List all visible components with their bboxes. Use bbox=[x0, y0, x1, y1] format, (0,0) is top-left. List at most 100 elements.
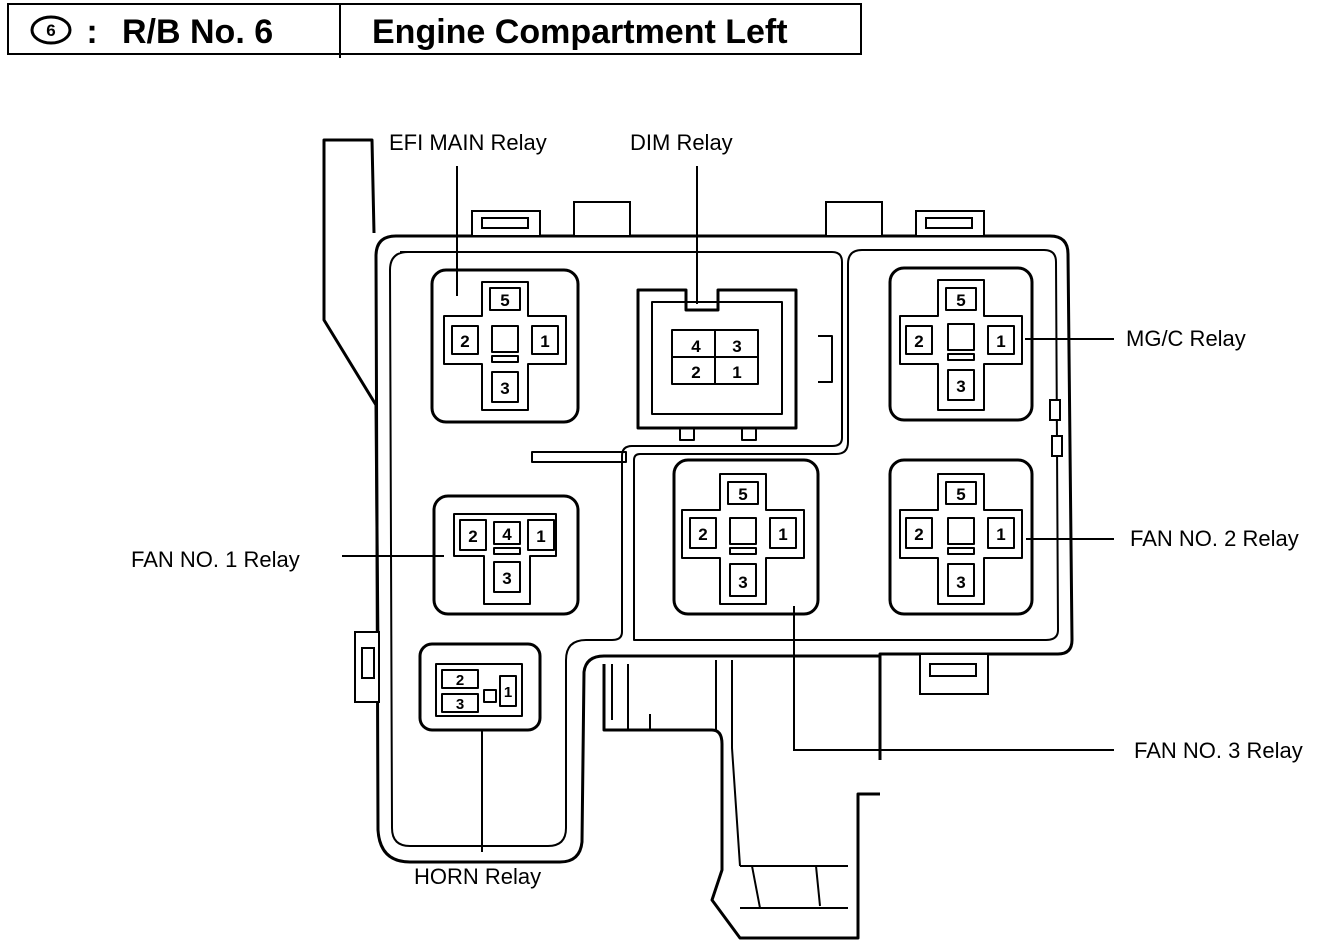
top-tab-left bbox=[573, 201, 631, 237]
fan3-relay-socket: 5 2 1 3 bbox=[672, 458, 820, 616]
harness-guides bbox=[611, 660, 741, 867]
horn-center-pad bbox=[483, 689, 497, 703]
fan2-pin-1-terminal bbox=[987, 517, 1015, 549]
relay-block-housing bbox=[322, 138, 1074, 940]
fan1-pin-1-terminal bbox=[527, 519, 555, 551]
efi-main-pin-2: 2 bbox=[460, 332, 469, 351]
right-compartment-wall bbox=[633, 249, 1059, 641]
fan3-pin-2: 2 bbox=[698, 525, 707, 544]
fan1-pin-1: 1 bbox=[536, 527, 545, 546]
mgc-pin-3: 3 bbox=[956, 377, 965, 396]
fan2-pin-5-terminal bbox=[945, 481, 977, 505]
block-number: 6 bbox=[46, 21, 55, 40]
top-latch-left-slot bbox=[481, 217, 529, 229]
mgc-pin-3-terminal bbox=[947, 369, 975, 401]
fan1-slot bbox=[493, 547, 521, 555]
horn-relay-label: HORN Relay bbox=[414, 864, 541, 889]
dim-pin-1: 1 bbox=[732, 363, 741, 382]
fan2-pin-2: 2 bbox=[914, 525, 923, 544]
side-tab-right-lower bbox=[1051, 435, 1063, 457]
efi-main-pin-5-terminal bbox=[489, 287, 521, 311]
housing-outline bbox=[374, 234, 1074, 864]
horn-pin-3-terminal bbox=[441, 693, 479, 713]
dim-pin-3: 3 bbox=[732, 337, 741, 356]
fan3-pin-5: 5 bbox=[738, 485, 747, 504]
mgc-pin-2: 2 bbox=[914, 332, 923, 351]
fan1-pin-3-terminal bbox=[493, 561, 521, 593]
mgc-pin-1: 1 bbox=[996, 332, 1005, 351]
efi-main-pin-1-terminal bbox=[531, 325, 559, 355]
side-latch-left-slot bbox=[361, 647, 375, 679]
header-separator: : bbox=[86, 13, 97, 51]
fan2-pin-5: 5 bbox=[956, 485, 965, 504]
horn-pin-3: 3 bbox=[456, 696, 464, 713]
efi-main-relay-socket: 5 2 1 3 bbox=[430, 268, 580, 424]
relay-labels: EFI MAIN Relay DIM Relay MG/C Relay FAN … bbox=[131, 130, 1303, 889]
fan3-pin-3: 3 bbox=[738, 573, 747, 592]
horn-pin-1-terminal bbox=[499, 675, 517, 707]
fan2-relay-label: FAN NO. 2 Relay bbox=[1130, 526, 1299, 551]
fan3-slot bbox=[729, 547, 757, 555]
efi-main-pin-3-terminal bbox=[491, 371, 519, 403]
fan3-pin-1: 1 bbox=[778, 525, 787, 544]
mgc-slot bbox=[947, 353, 975, 361]
fan1-relay-label: FAN NO. 1 Relay bbox=[131, 547, 300, 572]
efi-main-pin-3: 3 bbox=[500, 379, 509, 398]
fan1-pin-2: 2 bbox=[468, 527, 477, 546]
header: 6 : R/B No. 6 Engine Compartment Left bbox=[7, 3, 862, 58]
horn-pin-2: 2 bbox=[456, 672, 464, 689]
harness-clamp bbox=[740, 865, 848, 909]
fan3-pin-3-terminal bbox=[729, 563, 757, 597]
inner-wall bbox=[389, 251, 843, 847]
mgc-pin-5-terminal bbox=[945, 287, 977, 311]
efi-main-relay-label: EFI MAIN Relay bbox=[389, 130, 547, 155]
fan2-pin-1: 1 bbox=[996, 525, 1005, 544]
wire-harness-channel bbox=[602, 664, 880, 940]
fan2-pin-3-terminal bbox=[947, 563, 975, 597]
block-name: R/B No. 6 bbox=[122, 13, 273, 51]
top-latch-right-slot bbox=[925, 217, 973, 229]
fan2-relay-socket: 5 2 1 3 bbox=[888, 458, 1034, 616]
fan2-pin-2-terminal bbox=[905, 517, 933, 549]
mgc-pin-2-terminal bbox=[905, 325, 933, 355]
horn-pin-1: 1 bbox=[504, 684, 512, 701]
efi-main-slot bbox=[491, 355, 519, 363]
efi-main-pin-1: 1 bbox=[540, 332, 549, 351]
dim-relay-socket: 4 3 2 1 bbox=[636, 288, 798, 441]
fan1-pin-4: 4 bbox=[502, 525, 512, 544]
fan3-pin-5-terminal bbox=[727, 481, 759, 505]
dim-side-clip bbox=[818, 335, 833, 383]
fan1-pin-2-terminal bbox=[459, 519, 487, 551]
fan2-center-pad bbox=[947, 517, 975, 545]
divider-rib bbox=[531, 451, 627, 463]
fan3-relay-label: FAN NO. 3 Relay bbox=[1134, 738, 1303, 763]
mounting-bracket bbox=[322, 138, 380, 651]
fan1-pin-4-terminal bbox=[493, 521, 521, 545]
dim-pin-4: 4 bbox=[691, 337, 701, 356]
mgc-center-pad bbox=[947, 323, 975, 351]
efi-main-pin-5: 5 bbox=[500, 291, 509, 310]
dim-pin-2: 2 bbox=[691, 363, 700, 382]
dim-relay-label: DIM Relay bbox=[630, 130, 733, 155]
mgc-relay-socket: 5 2 1 3 bbox=[888, 266, 1034, 422]
leader-lines bbox=[342, 166, 1114, 852]
mgc-pin-1-terminal bbox=[987, 325, 1015, 355]
block-number-badge bbox=[30, 15, 72, 45]
fan3-pin-2-terminal bbox=[689, 517, 717, 549]
block-location: Engine Compartment Left bbox=[372, 13, 788, 51]
fan3-pin-1-terminal bbox=[769, 517, 797, 549]
fan1-relay-socket: 2 4 1 3 bbox=[432, 494, 580, 616]
efi-main-pin-2-terminal bbox=[451, 325, 479, 355]
bottom-latch-right-slot bbox=[929, 663, 977, 677]
mgc-pin-5: 5 bbox=[956, 291, 965, 310]
fan2-slot bbox=[947, 547, 975, 555]
fan3-center-pad bbox=[729, 517, 757, 545]
efi-main-center-pad bbox=[491, 325, 519, 353]
side-tab-right-upper bbox=[1049, 399, 1061, 421]
horn-pin-2-terminal bbox=[441, 669, 479, 689]
mgc-relay-label: MG/C Relay bbox=[1126, 326, 1246, 351]
fan3-leader bbox=[793, 606, 1114, 751]
top-tab-right bbox=[825, 201, 883, 237]
fan1-pin-3: 3 bbox=[502, 569, 511, 588]
